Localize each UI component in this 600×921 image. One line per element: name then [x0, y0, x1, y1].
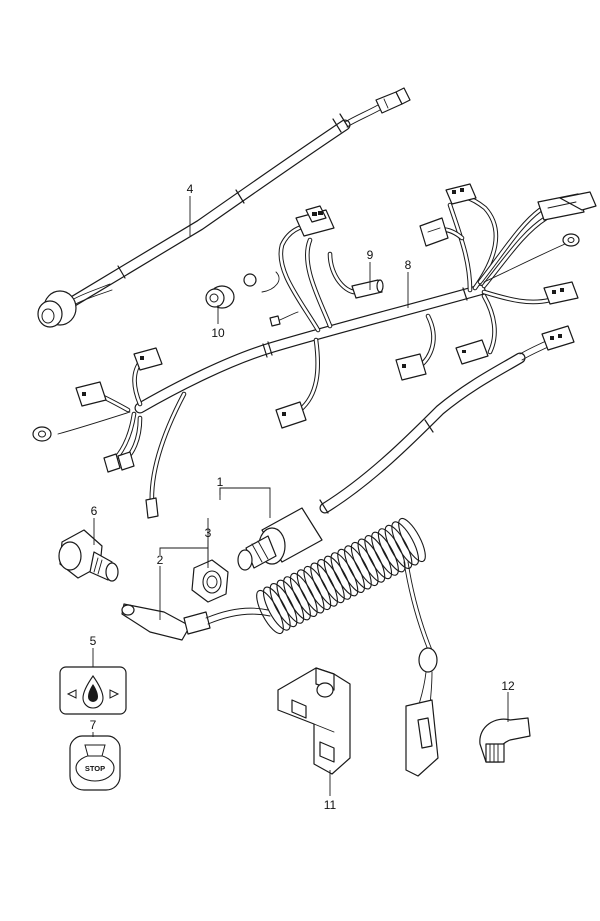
stop-switch-icon [237, 507, 323, 571]
coil-loop [289, 572, 318, 617]
coil-cord[interactable] [252, 515, 431, 637]
coil-loop [276, 579, 305, 624]
connector-lower-right-icon [455, 339, 489, 365]
callout-7: 7 [90, 718, 97, 732]
coil-loop [384, 524, 413, 569]
part-5-label[interactable] [59, 666, 127, 715]
part-10-grommet[interactable] [205, 273, 257, 309]
part-12-clamp[interactable] [479, 717, 531, 763]
coil-loop [310, 562, 338, 607]
connector-left-top-icon [133, 347, 163, 371]
part-8-main-harness[interactable] [32, 183, 597, 519]
part-9-sensor[interactable] [351, 279, 384, 299]
callout-11: 11 [324, 798, 337, 812]
coil-loop [323, 555, 352, 600]
coil-loop [344, 545, 372, 590]
callout-12: 12 [501, 679, 515, 693]
leader-lines [92, 196, 509, 796]
callout-5: 5 [90, 634, 97, 648]
coil-loop [371, 531, 399, 576]
round-plug-icon [37, 290, 77, 328]
part-6-sensor[interactable] [58, 529, 119, 582]
coil-loop [303, 565, 332, 611]
part-4-harness[interactable] [37, 87, 411, 328]
callout-9: 9 [367, 248, 374, 262]
callout-8: 8 [405, 258, 412, 272]
coil-loop [364, 535, 393, 580]
coil-loop [337, 548, 365, 593]
callout-1: 1 [217, 475, 224, 489]
coil-loop [357, 538, 386, 583]
coil-loop [377, 528, 406, 573]
arrow-right-icon [109, 689, 120, 699]
part-11-bracket[interactable] [277, 667, 351, 775]
coil-loop [283, 576, 311, 621]
part-1-switch-harness[interactable] [237, 325, 575, 571]
coil-loop [350, 541, 379, 587]
coil-loop [269, 583, 298, 628]
callout-10: 10 [211, 326, 225, 340]
callout-6: 6 [91, 504, 98, 518]
lanyard-cord[interactable] [403, 561, 439, 777]
connector-upper-icon [445, 183, 477, 205]
connector-upper-left-icon [419, 217, 449, 247]
stop-text: STOP [85, 764, 105, 773]
part-7-stop-label[interactable]: STOP [69, 735, 121, 791]
coil-loop [256, 589, 284, 635]
callout-numbers: 4 8 9 10 1 3 2 6 5 7 11 12 [90, 182, 515, 812]
callout-2: 2 [157, 553, 164, 567]
coil-loop [330, 552, 359, 597]
connector-icon [375, 87, 411, 114]
ring-terminal-left-icon [32, 426, 52, 442]
part-3-nut[interactable] [191, 559, 229, 603]
connector-down-icon [275, 401, 307, 429]
connector-left-icon [75, 381, 107, 407]
coil-loop [317, 559, 345, 604]
callout-4: 4 [187, 182, 194, 196]
coil-loop [391, 521, 420, 566]
connector-end-icon [541, 325, 575, 351]
coil-loop [262, 586, 291, 631]
coil-loop [398, 517, 426, 563]
arrow-left-icon [66, 689, 77, 699]
connector-right-icon [537, 191, 597, 221]
connector-mid-right-icon [543, 281, 579, 305]
coil-loop [296, 569, 325, 614]
connector-top-icon [295, 205, 335, 237]
callout-3: 3 [205, 526, 212, 540]
ring-terminal-right-icon [562, 233, 580, 247]
connector-lower-mid-icon [395, 353, 427, 381]
part-2-lanyard-plate[interactable] [121, 603, 271, 641]
